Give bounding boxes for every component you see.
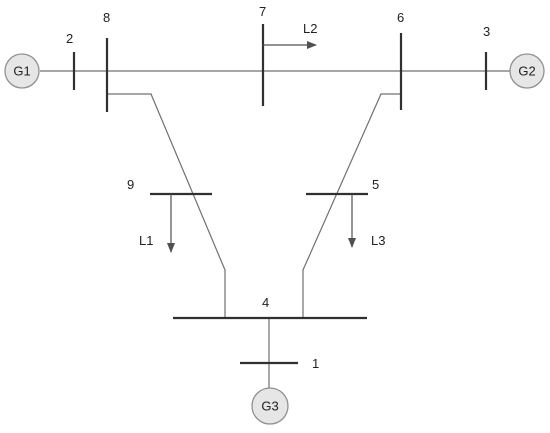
generator-g1-label: G1 (13, 64, 30, 79)
line-6-5-4 (302, 93, 401, 318)
bus-9-label: 9 (127, 177, 134, 192)
generator-g2-label: G2 (518, 64, 535, 79)
line-8-9-4 (107, 93, 226, 318)
bus-8-label: 8 (103, 10, 110, 25)
bus-4-label: 4 (262, 295, 269, 310)
load-l3-label: L3 (371, 233, 385, 248)
generator-g1-circle (4, 53, 40, 89)
generator-g2-circle (509, 53, 545, 89)
bus-3-label: 3 (483, 24, 490, 39)
bus-5-label: 5 (372, 177, 379, 192)
bus-7-label: 7 (259, 4, 266, 19)
load-l2-label: L2 (303, 21, 317, 36)
generator-g3[interactable]: G3 (251, 387, 289, 425)
bus-1-label: 1 (312, 356, 319, 371)
load-l1-label: L1 (139, 233, 153, 248)
generator-g3-label: G3 (261, 399, 278, 414)
generator-g1[interactable]: G1 (4, 53, 40, 89)
generator-g3-circle (251, 387, 289, 425)
bus-2-label: 2 (66, 31, 73, 46)
generator-g2[interactable]: G2 (509, 53, 545, 89)
bus-6-label: 6 (397, 10, 404, 25)
